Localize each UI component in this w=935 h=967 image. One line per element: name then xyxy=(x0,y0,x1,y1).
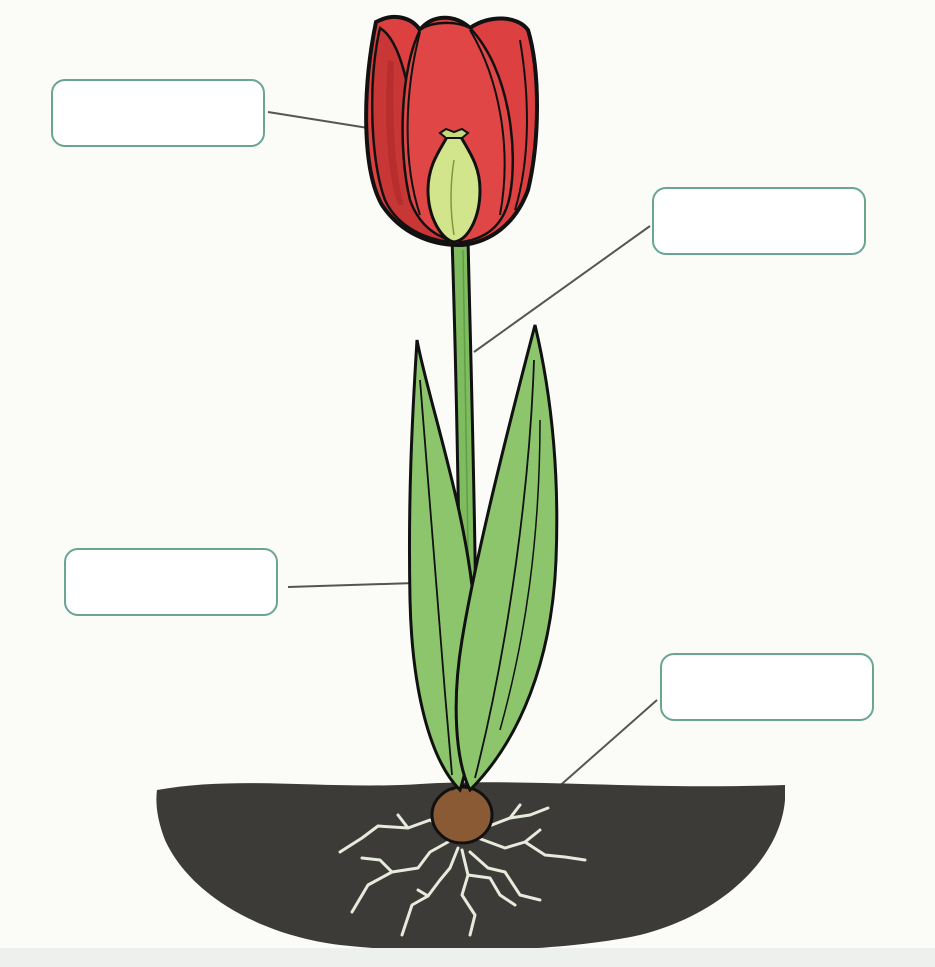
bulb xyxy=(432,787,492,843)
leader-line-stem xyxy=(474,226,650,352)
leader-line-flower xyxy=(268,112,368,128)
label-box-leaf[interactable] xyxy=(64,548,278,616)
label-box-roots[interactable] xyxy=(660,653,874,721)
bottom-strip xyxy=(0,948,935,967)
flower xyxy=(366,17,537,245)
leader-line-leaf xyxy=(288,583,415,587)
label-box-stem[interactable] xyxy=(652,187,866,255)
label-box-flower[interactable] xyxy=(51,79,265,147)
leader-line-roots xyxy=(555,700,657,790)
